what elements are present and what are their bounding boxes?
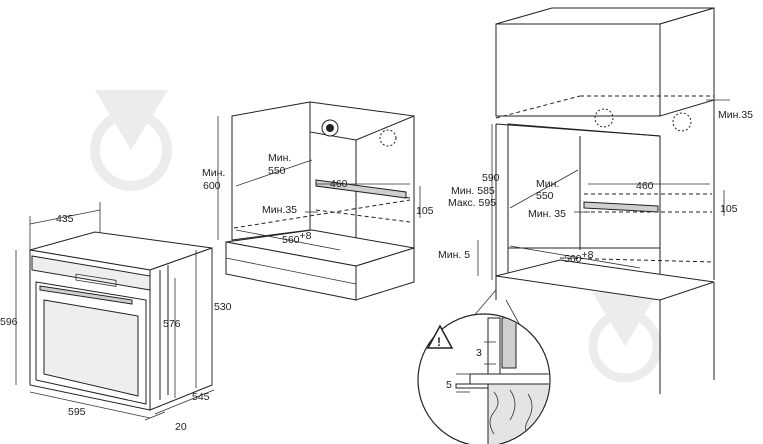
column-dimensions: Мин.35 590 Мин. 585 Макс. 595 Мин. 550 4… [438, 99, 753, 280]
warning-icon [426, 324, 454, 349]
col-vent-height: 105 [720, 203, 738, 215]
col-depth-line1: Мин. [536, 178, 559, 190]
oven-width-label: 595 [68, 406, 86, 418]
uc-height-line1: Мин. [202, 167, 225, 179]
oven-front-offset-label: 20 [175, 421, 187, 433]
col-depth-line2: 550 [536, 190, 554, 202]
watermark-right [588, 292, 662, 383]
col-opening-width: 460 [636, 180, 654, 192]
oven-dimensions: 435 596 576 530 595 545 20 [0, 202, 232, 433]
uc-depth-line2: 550 [268, 165, 286, 177]
watermark-left [90, 90, 172, 191]
oven-height-total-label: 596 [0, 316, 18, 328]
col-inner-width: 560+8 [564, 249, 594, 265]
oven-height-door-label: 576 [163, 318, 181, 330]
uc-depth-line1: Мин. [268, 152, 291, 164]
col-top-gap: Мин.35 [718, 109, 753, 121]
uc-opening-width: 460 [330, 178, 348, 190]
col-min-gap: Мин. 35 [528, 208, 566, 220]
detail-magnifier: ! 3 5 [417, 289, 551, 444]
oven-drawing [29, 231, 213, 411]
column-cabinet [495, 7, 715, 394]
col-height-line2: Мин. 585 [451, 185, 495, 197]
uc-height-line2: 600 [203, 180, 221, 192]
col-height-line3: Макс. 595 [448, 197, 496, 209]
uc-inner-width: 560+8 [282, 230, 312, 246]
col-height-line1: 590 [482, 172, 500, 184]
under-counter-cabinet [225, 101, 415, 301]
uc-min-gap: Мин.35 [262, 204, 297, 216]
under-counter-dimensions: Мин. 600 Мин. 550 460 Мин.35 105 560+8 [202, 116, 434, 251]
uc-vent-height: 105 [416, 205, 434, 217]
oven-side-height-label: 530 [214, 301, 232, 313]
warning-symbol: ! [437, 335, 441, 349]
detail-gap-top: 3 [476, 347, 482, 359]
oven-body-depth-label: 545 [192, 391, 210, 403]
detail-gap-bottom: 5 [446, 379, 452, 391]
oven-depth-label: 435 [56, 213, 74, 225]
col-bottom-gap: Мин. 5 [438, 249, 470, 261]
